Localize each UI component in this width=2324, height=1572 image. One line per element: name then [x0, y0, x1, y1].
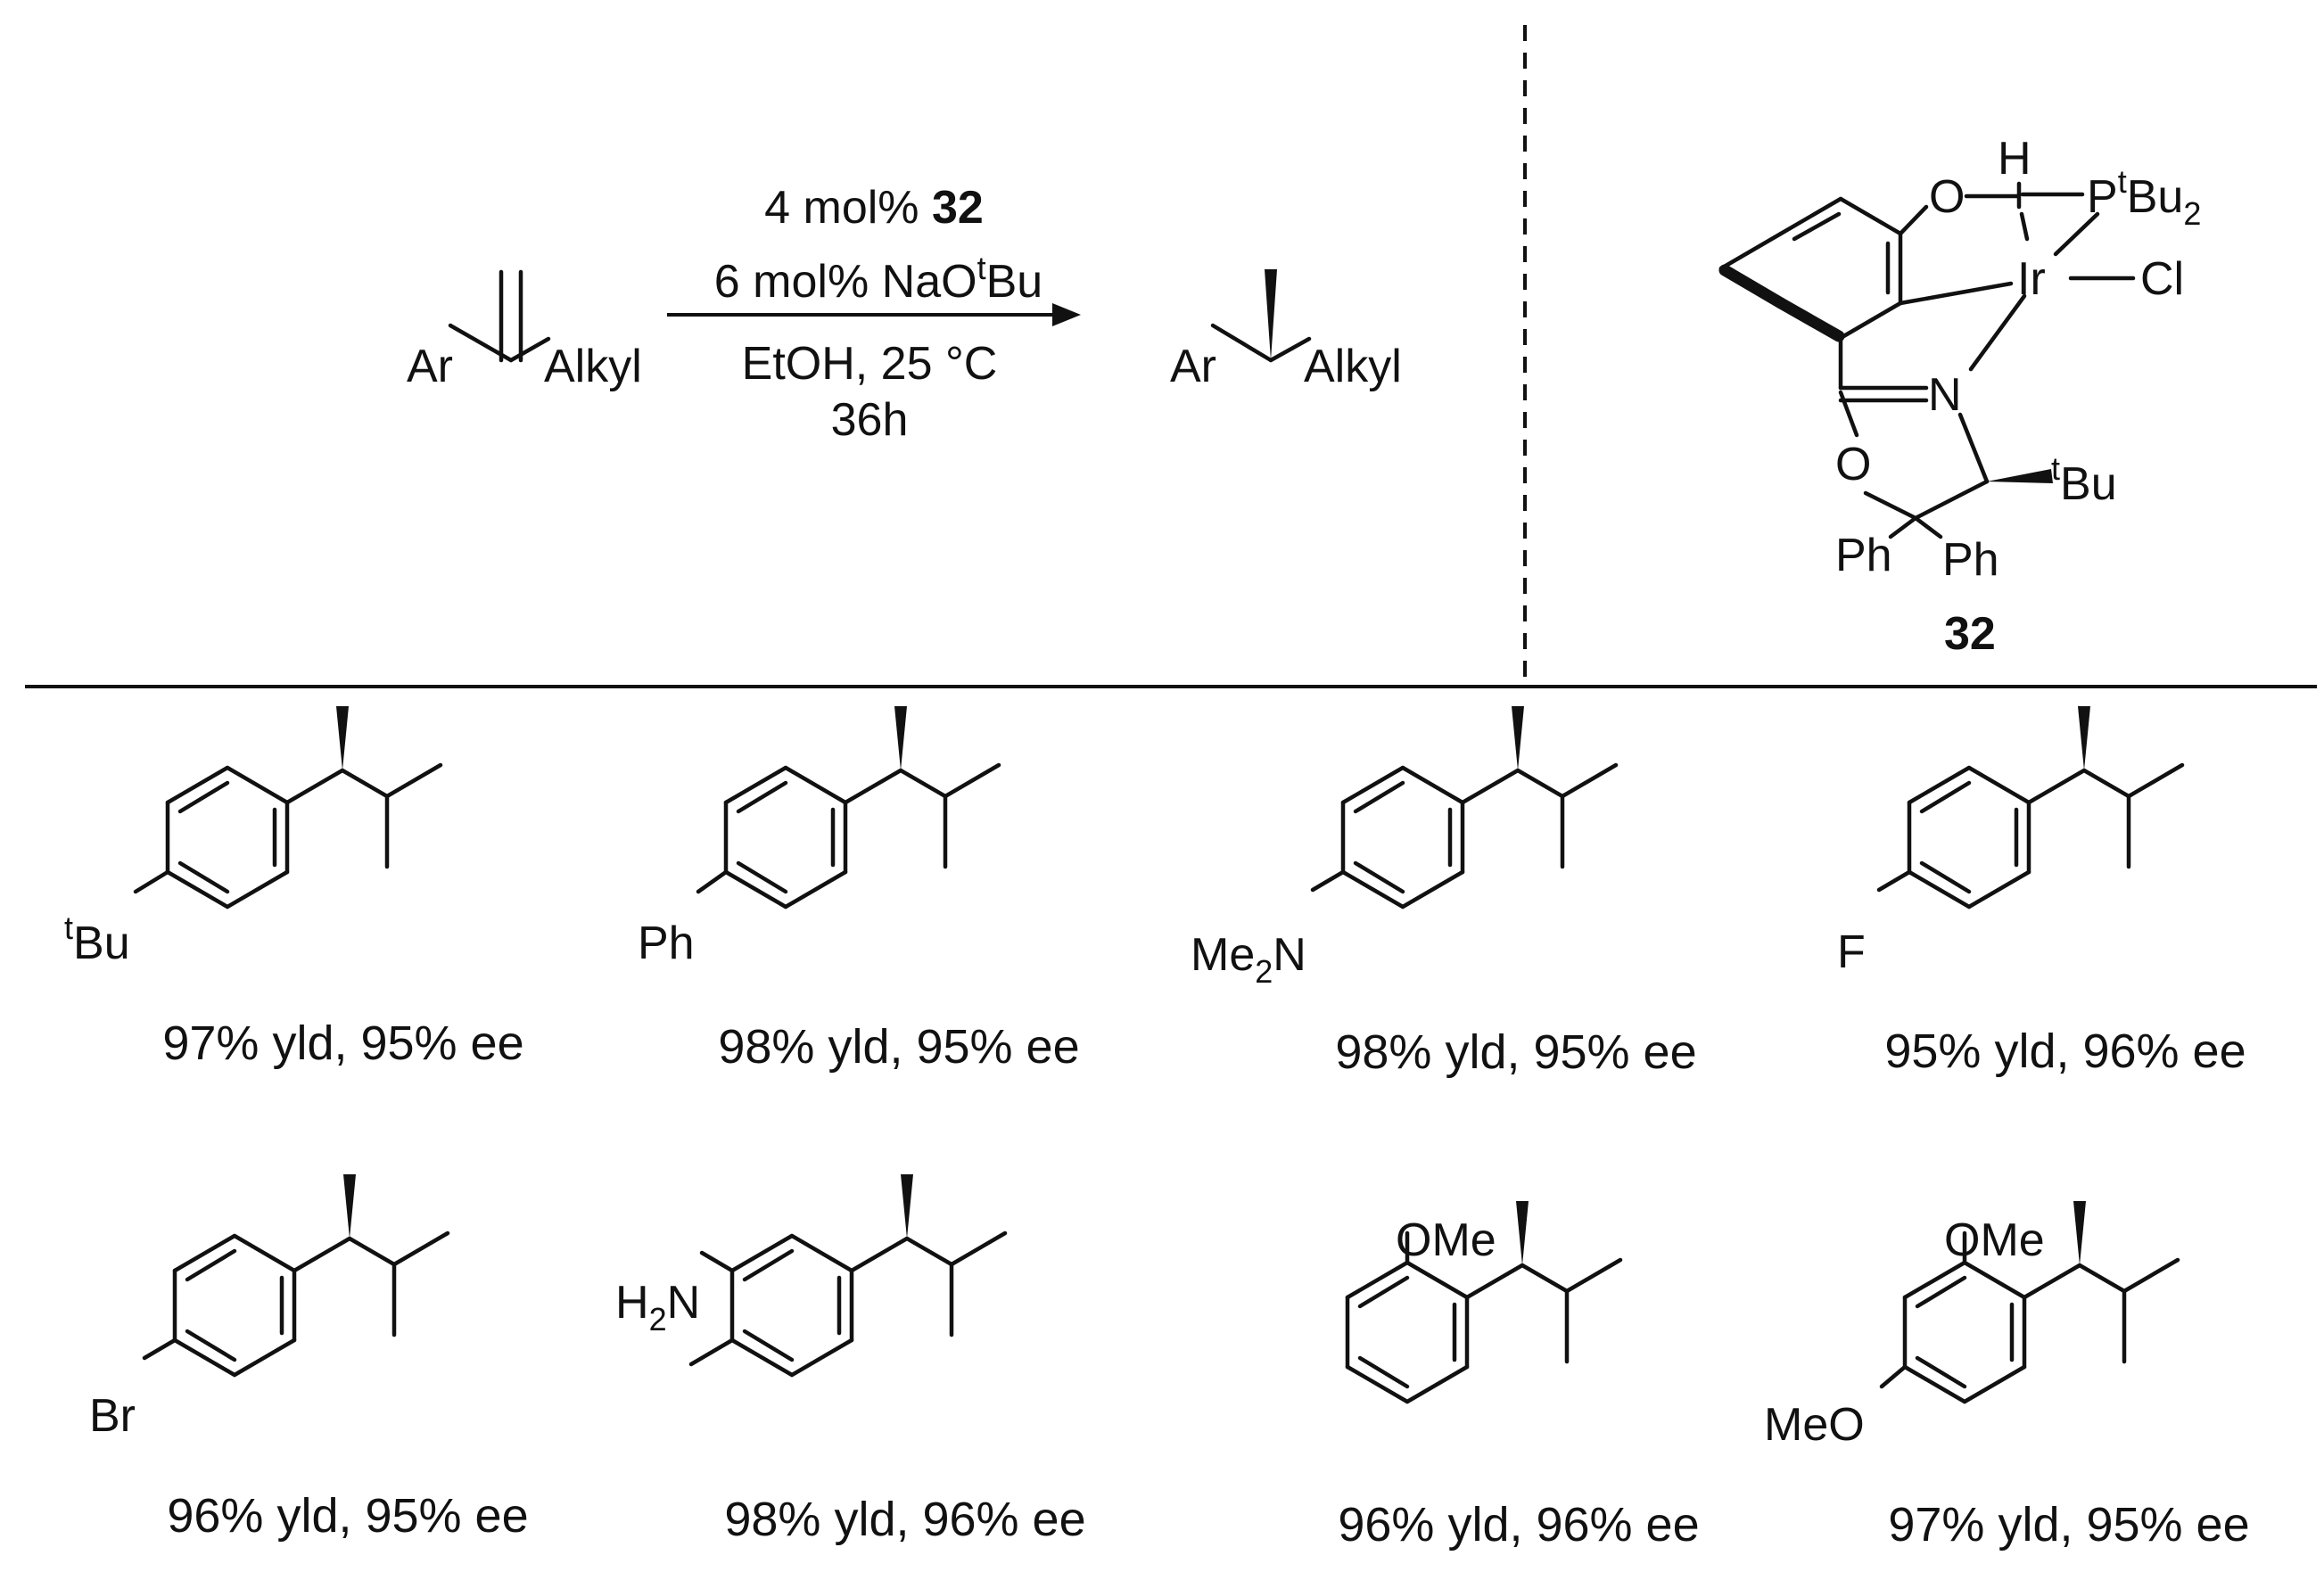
catalyst-32-structure	[1718, 181, 2136, 539]
reactant-alkyl-label: Alkyl	[544, 341, 642, 392]
substrate-1-substituent: tBu	[64, 909, 130, 969]
substrate-5-result: 96% yld, 95% ee	[167, 1489, 528, 1543]
substrate-4-result: 95% yld, 96% ee	[1884, 1025, 2246, 1078]
substrate-3-result: 98% yld, 95% ee	[1335, 1025, 1696, 1079]
catalyst-ph1-label: Ph	[1835, 530, 1892, 581]
substrate-2-structure	[696, 706, 999, 907]
product-ar-label: Ar	[1170, 341, 1216, 392]
catalyst-compound-label: 32	[1944, 608, 1996, 660]
catalyst-atom-n: N	[1928, 369, 1962, 421]
condition-catalyst-loading: 4 mol% 32	[764, 182, 984, 234]
substrate-4-structure	[1876, 706, 2182, 907]
catalyst-atom-h: H	[1998, 133, 2031, 185]
substrate-1-result: 97% yld, 95% ee	[162, 1016, 523, 1070]
catalyst-atom-p: PtBu2	[2087, 163, 2201, 232]
condition-time: 36h	[831, 394, 909, 446]
product-alkyl-label: Alkyl	[1304, 341, 1402, 392]
substrate-8-structure	[1879, 1201, 2178, 1404]
substrate-6-substituent: H2N	[615, 1277, 700, 1337]
reaction-arrow	[667, 303, 1081, 326]
condition-solvent-temp: EtOH, 25 °C	[742, 338, 998, 390]
condition-base: 6 mol% NaOtBu	[714, 250, 1043, 308]
substrate-7-substituent: OMe	[1396, 1214, 1496, 1266]
catalyst-atom-cl: Cl	[2140, 253, 2184, 305]
catalyst-ph2-label: Ph	[1942, 534, 1999, 586]
reactant-alkene: Ar Alkyl	[407, 269, 642, 392]
catalyst-atom-o1: O	[1929, 171, 1965, 223]
substrate-6-structure	[688, 1174, 1005, 1375]
substrate-3-substituent: Me2N	[1191, 929, 1306, 990]
catalyst-tbu-label: tBu	[2051, 450, 2117, 510]
reactant-ar-label: Ar	[407, 341, 453, 392]
substrate-2-result: 98% yld, 95% ee	[718, 1020, 1079, 1074]
substrate-6-result: 98% yld, 96% ee	[724, 1493, 1085, 1546]
substrate-7-structure	[1345, 1201, 1620, 1404]
substrate-8-ome-top: OMe	[1944, 1214, 2045, 1266]
catalyst-atom-ir: Ir	[2017, 253, 2046, 305]
substrate-5-structure	[142, 1174, 448, 1375]
product-structure: Ar Alkyl	[1170, 269, 1402, 392]
substrate-8-meo-left: MeO	[1764, 1399, 1865, 1451]
catalyst-atom-o2: O	[1835, 439, 1871, 490]
substrate-4-substituent: F	[1837, 926, 1866, 978]
substrate-5-substituent: Br	[89, 1390, 136, 1442]
substrate-8-result: 97% yld, 95% ee	[1888, 1498, 2249, 1551]
substrate-2-substituent: Ph	[638, 918, 695, 969]
substrate-7-result: 96% yld, 96% ee	[1338, 1498, 1699, 1551]
substrate-1-structure	[133, 706, 441, 907]
substrate-3-structure	[1310, 706, 1616, 907]
